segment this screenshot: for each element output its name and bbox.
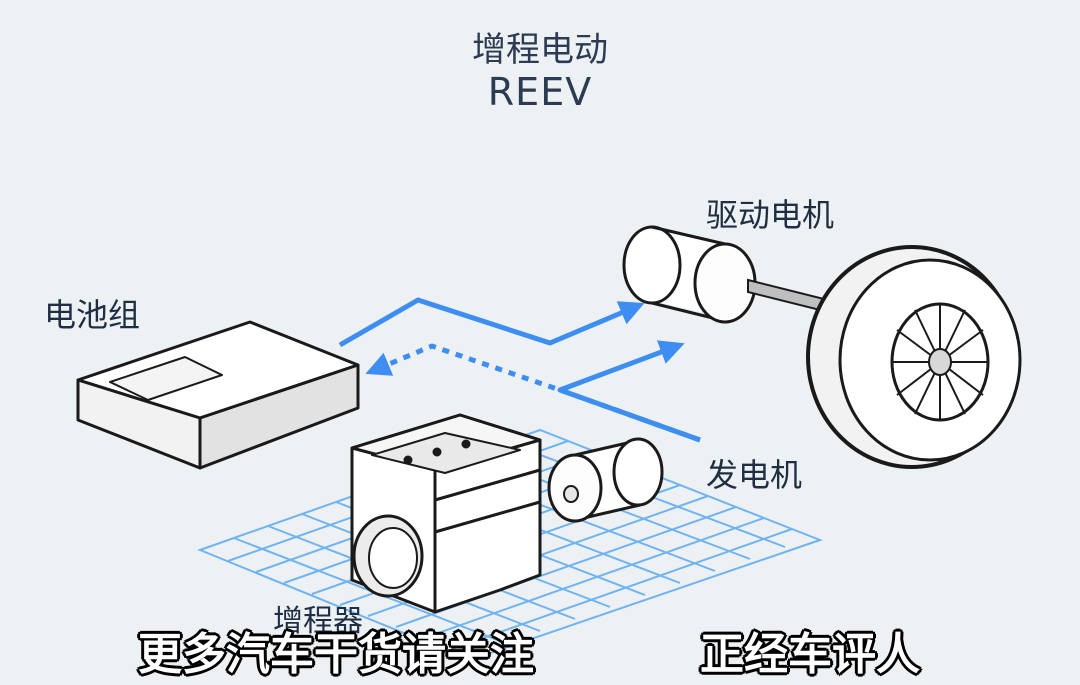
generator-label: 发电机 <box>706 456 803 494</box>
generator-cylinder-icon <box>547 437 664 523</box>
wheel-icon <box>806 245 1022 469</box>
caption-right: 正经车评人 <box>700 629 920 680</box>
range-extender-label: 增程器 <box>273 604 363 639</box>
drive-motor-label: 驱动电机 <box>706 196 835 234</box>
diagram-title: 增程电动 <box>472 30 608 70</box>
engine-block-icon <box>350 413 542 614</box>
diagram-subtitle: REEV <box>487 70 593 114</box>
battery-label: 电池组 <box>44 296 141 334</box>
generator-to-motor-flow <box>557 340 701 443</box>
caption-left: 更多汽车干货请关注 <box>138 629 534 680</box>
energy-flow <box>338 297 701 443</box>
battery-to-motor-flow <box>338 297 645 348</box>
battery-pack-icon <box>76 320 360 470</box>
motor-cylinder-icon <box>622 225 861 324</box>
